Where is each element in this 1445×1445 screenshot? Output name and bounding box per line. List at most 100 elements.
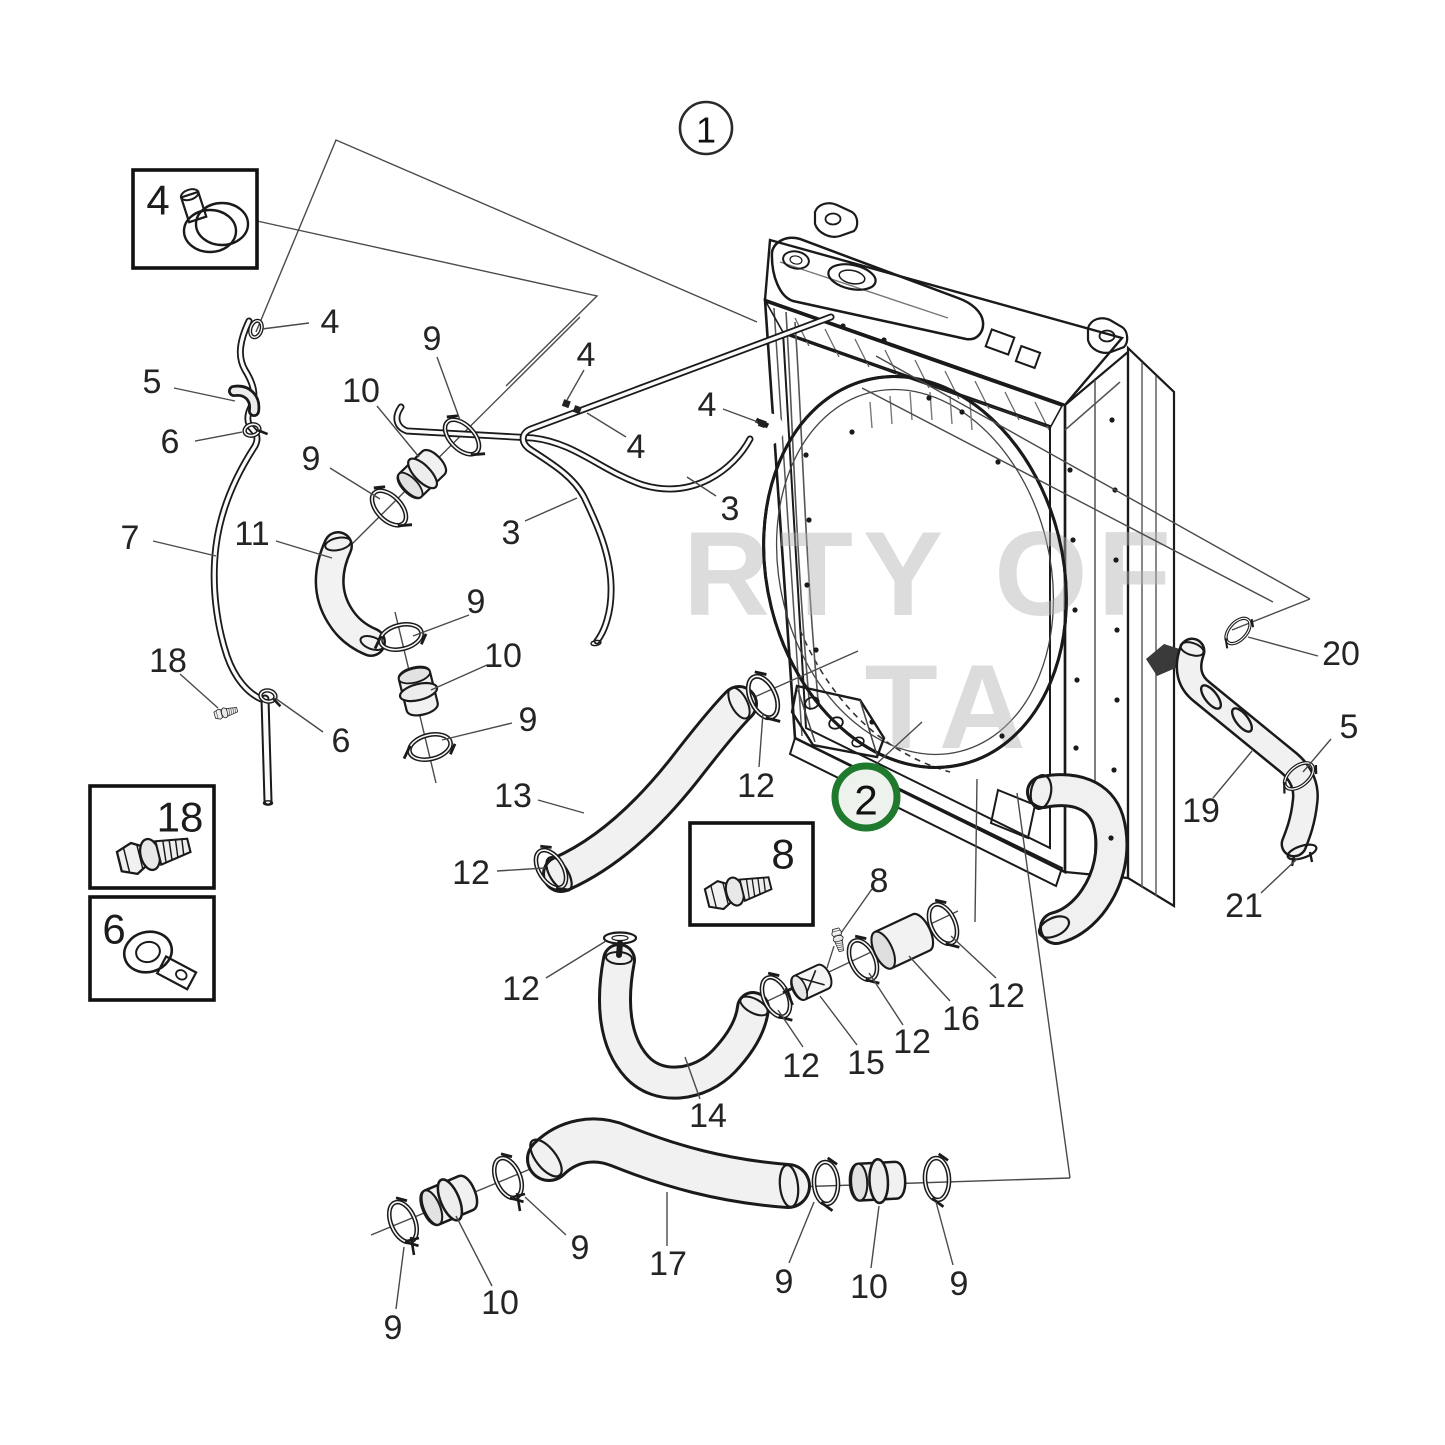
- pipe-clip-6a: [242, 422, 269, 438]
- callout-leader-line: [545, 940, 607, 979]
- lifting-eye-right: [1086, 317, 1129, 354]
- part-number-label: 14: [689, 1097, 727, 1135]
- callout-leader-line: [455, 1215, 493, 1287]
- assembly-balloon[interactable]: 1: [678, 100, 734, 156]
- hose-port-gap: [752, 413, 784, 445]
- callout-leader-line: [935, 1201, 954, 1266]
- mid-connector-row: [755, 896, 966, 1027]
- hose-14-group: [598, 931, 770, 1100]
- hose-13-group: [528, 668, 787, 899]
- callout-leader-line: [908, 955, 951, 1002]
- wire-clamp-4c: [572, 405, 582, 415]
- radiator-outer-frame: [1126, 345, 1176, 908]
- balloon-circle-green[interactable]: [831, 762, 901, 832]
- mounting-bracket: [790, 684, 886, 759]
- part-number-label: 9: [950, 1265, 969, 1303]
- watermark-text-1: RTY OF: [683, 507, 1181, 641]
- part-number-label: 10: [342, 372, 380, 410]
- part-number-label: 9: [519, 701, 538, 739]
- radiator-front-face: [763, 298, 1067, 875]
- balloon-number: 1: [696, 110, 716, 151]
- watermark: RTY OF TA: [683, 507, 1181, 774]
- callout-leader-line: [950, 935, 997, 979]
- part-number-label: 9: [571, 1229, 590, 1267]
- hose-clamp-9: [813, 1157, 840, 1211]
- detail-box-label: 18: [157, 794, 204, 841]
- callout-leader-line: [684, 1056, 701, 1100]
- vent-tube-assembly: [210, 317, 282, 806]
- callout-leader-line: [758, 712, 764, 768]
- callout-leader-line: [275, 540, 333, 559]
- part-number-label: 6: [332, 722, 351, 760]
- washer-fitting-12: [602, 931, 638, 945]
- part-number-label: 4: [321, 303, 340, 341]
- bottom-rail: [788, 736, 1064, 888]
- wire-clamp-4b: [561, 399, 571, 409]
- filler-cap: [827, 263, 877, 291]
- outlet-opening: [1029, 774, 1053, 810]
- end-fitting-21: [1286, 843, 1318, 867]
- highlighted-part-balloon[interactable]: 2: [831, 762, 901, 832]
- part-number-label: 13: [494, 777, 532, 815]
- callout-leader-line: [537, 799, 585, 814]
- callout-leader-line: [261, 322, 310, 330]
- callout-leader-line: [430, 664, 488, 691]
- part-number-label: 9: [467, 583, 486, 621]
- elbow-hose-11-group: [314, 411, 490, 766]
- callout-leader-line: [412, 614, 470, 637]
- detail-box-18: 18: [88, 784, 216, 890]
- hose-clamp-9: [487, 1150, 530, 1208]
- callout-leader-line: [524, 1196, 567, 1236]
- part-number-label: 4: [627, 428, 646, 466]
- connecting-sleeve-10: [847, 1156, 908, 1206]
- callout-leader-line: [777, 1009, 804, 1048]
- callout-leader-line: [441, 722, 513, 741]
- detail-box-label: 8: [771, 831, 794, 878]
- connecting-sleeve-10: [413, 1168, 485, 1233]
- part-number-label: 9: [384, 1309, 403, 1347]
- part-number-label: 4: [577, 336, 596, 374]
- callout-leader-line: [436, 356, 461, 421]
- part-number-label: 11: [234, 515, 269, 553]
- callout-leader-line: [496, 867, 546, 872]
- outlet-mount-plate: [989, 788, 1037, 840]
- part-number-label: 16: [942, 1000, 980, 1038]
- part-number-label: 9: [775, 1263, 794, 1301]
- callout-leader-line: [686, 476, 717, 497]
- part-number-label: 3: [502, 514, 521, 552]
- molded-ring: [1230, 707, 1254, 733]
- callout-leader-line: [722, 408, 759, 423]
- balloon-circle[interactable]: [678, 100, 734, 156]
- hose-bracket: [1146, 644, 1186, 676]
- hose-clamp-9: [924, 1153, 951, 1207]
- hose-17-group: [382, 1117, 951, 1257]
- part-number-label: 10: [850, 1268, 888, 1306]
- part-number-label: 12: [737, 767, 775, 805]
- part-number-label: 5: [1340, 708, 1359, 746]
- callout-leader-line: [152, 540, 217, 557]
- part-number-label: 20: [1322, 635, 1360, 673]
- hose-clamp-9: [400, 729, 457, 765]
- callout-leader-line: [194, 431, 243, 442]
- part-number-label: 3: [721, 490, 740, 528]
- connecting-sleeve-10: [392, 662, 444, 721]
- wire-clamp-20: [1216, 610, 1259, 654]
- callout-leader-line: [395, 1246, 405, 1310]
- wire-clamp-4a: [248, 318, 264, 340]
- part-number-label: 9: [302, 440, 321, 478]
- bolt-dots: [803, 323, 1120, 841]
- callout-leader-line: [870, 1205, 880, 1269]
- part-number-label: 10: [484, 637, 522, 675]
- callout-leader-line: [173, 387, 236, 402]
- callout-leader-line: [1302, 738, 1332, 773]
- part-number-label: 7: [121, 519, 140, 557]
- callout-leader-line: [788, 1201, 815, 1264]
- part-number-label: 12: [782, 1047, 820, 1085]
- fan-opening-outline: [762, 375, 1068, 769]
- part-number-label: 18: [149, 642, 187, 680]
- hose-clamp-icon: [179, 188, 250, 254]
- callout-leader-line: [524, 497, 578, 522]
- callout-leader-line: [329, 467, 381, 500]
- callout-leader-line: [868, 972, 904, 1026]
